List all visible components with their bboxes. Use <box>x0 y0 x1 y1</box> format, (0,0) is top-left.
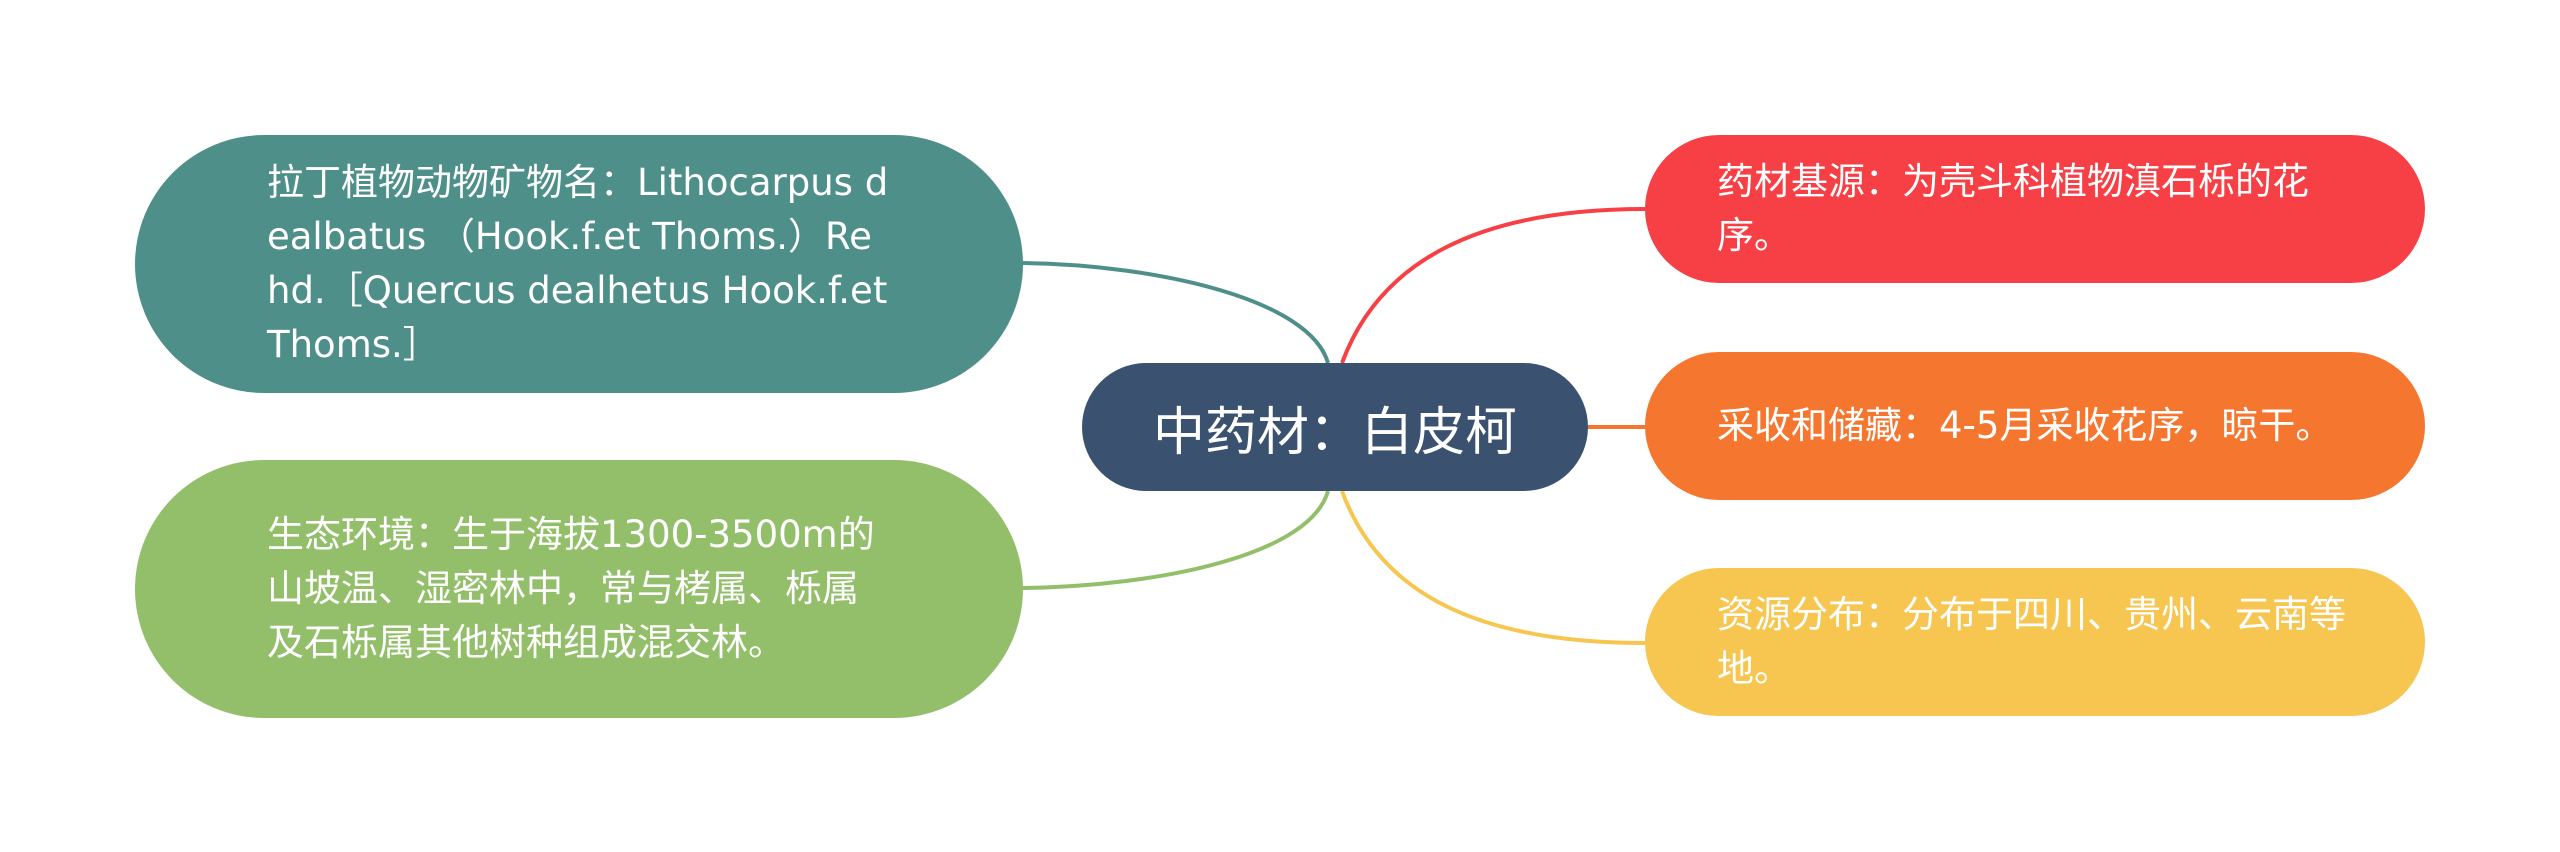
topic-medicinal-origin[interactable]: 药材基源：为壳斗科植物滇石栎的花序。 <box>1645 135 2425 283</box>
topic-latin-name[interactable]: 拉丁植物动物矿物名：Lithocarpus dealbatus （Hook.f.… <box>135 135 1023 393</box>
topic-habitat[interactable]: 生态环境：生于海拔1300-3500m的山坡温、湿密林中，常与栲属、栎属及石栎属… <box>135 460 1023 718</box>
central-topic[interactable]: 中药材：白皮柯 <box>1082 363 1588 491</box>
connector-origin <box>1340 207 1646 364</box>
topic-harvest-storage-text: 采收和储藏：4-5月采收花序，晾干。 <box>1717 404 2333 447</box>
central-topic-label: 中药材：白皮柯 <box>1152 402 1517 463</box>
topic-habitat-text: 生态环境：生于海拔1300-3500m的山坡温、湿密林中，常与栲属、栎属及石栎属… <box>267 513 875 664</box>
topic-medicinal-origin-text: 药材基源：为壳斗科植物滇石栎的花序。 <box>1717 160 2309 257</box>
topic-resource-distribution[interactable]: 资源分布：分布于四川、贵州、云南等地。 <box>1645 568 2425 716</box>
connector-latin <box>1022 261 1330 364</box>
topic-resource-distribution-text: 资源分布：分布于四川、贵州、云南等地。 <box>1717 593 2346 690</box>
topic-latin-name-text: 拉丁植物动物矿物名：Lithocarpus dealbatus （Hook.f.… <box>267 161 889 366</box>
topic-harvest-storage[interactable]: 采收和储藏：4-5月采收花序，晾干。 <box>1645 352 2425 500</box>
connector-resource <box>1340 490 1646 645</box>
connector-habitat <box>1022 490 1330 590</box>
